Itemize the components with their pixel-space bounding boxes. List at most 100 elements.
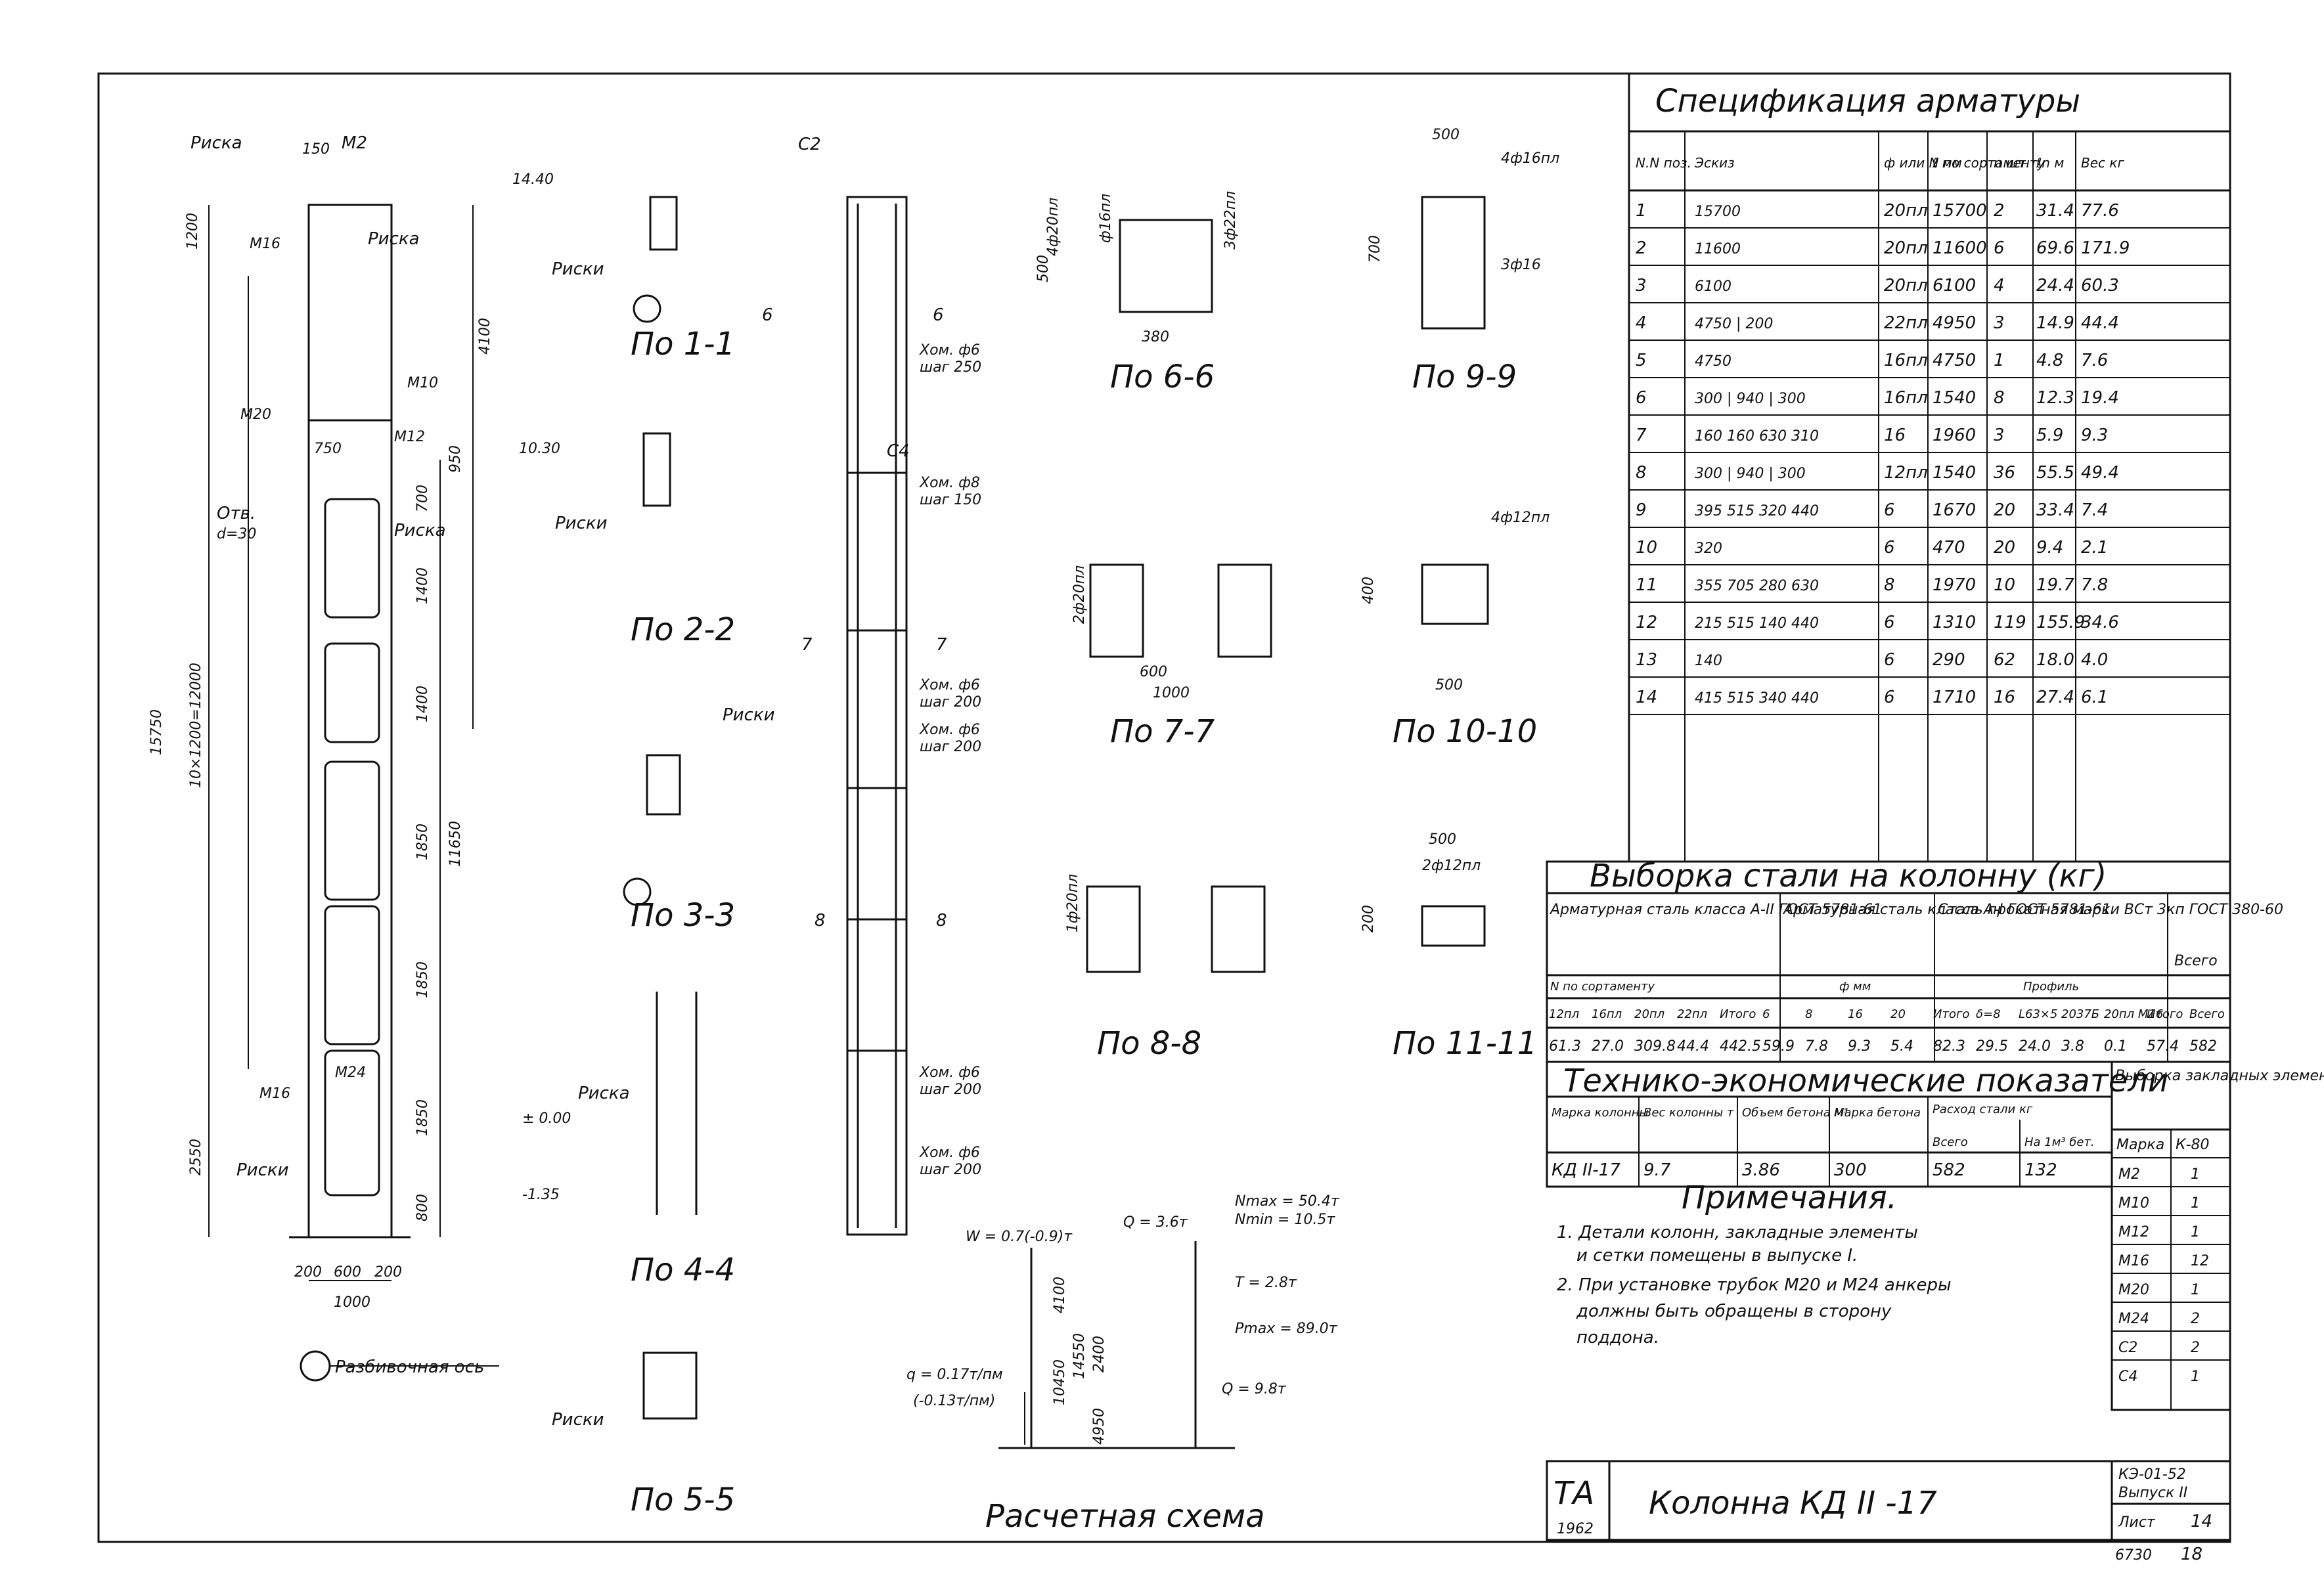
tech-value-cell: КД II-17 <box>1552 1160 1620 1180</box>
dim-400-1010: 400 <box>1360 577 1377 604</box>
hom6-d: Хом. ф6 <box>919 1145 980 1161</box>
dim-1400-1: 1400 <box>414 567 431 604</box>
tech-value-cell: 300 <box>1834 1160 1867 1180</box>
spec-cell: 155.9 <box>2036 613 2085 632</box>
spec-cell: 34.6 <box>2081 613 2119 632</box>
section-title-1111: По 11-11 <box>1393 1025 1537 1062</box>
tech-value-cell: 582 <box>1933 1160 1965 1180</box>
steel-col-header: Итого <box>2147 1007 2183 1021</box>
steel-value-cell: 57.4 <box>2147 1038 2179 1055</box>
dim-950: 950 <box>447 445 464 473</box>
spec-cell: 20 <box>1994 538 2015 558</box>
spec-cell: 9.3 <box>2081 426 2108 445</box>
note-4f12: 4ф12пл <box>1491 510 1550 526</box>
tech-value-cell: 132 <box>2024 1160 2057 1180</box>
spec-cell: 4750 <box>1933 351 1976 370</box>
section-title-99: По 9-9 <box>1412 359 1517 395</box>
mark-000: ± 0.00 <box>522 1110 571 1127</box>
spec-cell: 3 <box>1994 313 2005 333</box>
tech-value-cell: 3.86 <box>1742 1160 1780 1180</box>
spec-cell: 1540 <box>1933 463 1976 483</box>
spec-cell: 16пл <box>1884 388 1928 408</box>
dim-700-99: 700 <box>1367 235 1383 263</box>
spec-cell: 12пл <box>1884 463 1928 483</box>
spec-cell: 6 <box>1994 238 2005 258</box>
axis-label: Разбивочная ось <box>335 1357 484 1377</box>
note-f16: ф16пл <box>1098 194 1114 243</box>
embed-cell: 1 <box>2191 1224 2200 1240</box>
calc-Q: Q = 3.6т <box>1123 1214 1188 1231</box>
section-sketches-a <box>623 196 698 1420</box>
steel-g2: Арматурная сталь класса А-I ГОСТ 5781-61 <box>1782 902 2111 918</box>
spec-cell: 36 <box>1994 463 2015 483</box>
hom6-c: Хом. ф6 <box>919 1064 980 1081</box>
note-3f16: 3ф16 <box>1501 257 1541 273</box>
spec-cell: 171.9 <box>2081 238 2130 258</box>
tb-year: 1962 <box>1557 1521 1594 1537</box>
calc-h2400: 2400 <box>1091 1336 1107 1372</box>
spec-cell: 2.1 <box>2081 538 2108 558</box>
section-title-88: По 8-8 <box>1097 1025 1201 1062</box>
spec-cell: 11600 <box>1695 241 1741 257</box>
steel-col-header: 6 <box>1762 1007 1770 1021</box>
spec-cell: 1310 <box>1933 613 1976 632</box>
note-1f20: 1ф20пл <box>1065 874 1081 933</box>
tb-sheet: 14 <box>2191 1512 2212 1531</box>
embed-cell: М16 <box>2118 1253 2149 1269</box>
spec-cell: 2 <box>1636 238 1647 258</box>
spec-cell: 6 <box>1884 688 1895 707</box>
spec-cell: 19.4 <box>2081 388 2119 408</box>
spec-cell: 44.4 <box>2081 313 2119 333</box>
hom6-b: Хом. ф6 <box>919 722 980 738</box>
m24-label: М24 <box>335 1064 366 1081</box>
spec-cell: 49.4 <box>2081 463 2119 483</box>
steel-col-header: 20пл <box>1634 1007 1665 1021</box>
spec-cell: 8 <box>1636 463 1647 483</box>
note-4f16: 4ф16пл <box>1501 150 1559 167</box>
note-2f20: 2ф20пл <box>1071 565 1088 624</box>
tb-page: 18 <box>2181 1545 2202 1564</box>
embed-cell: 2 <box>2191 1311 2200 1327</box>
spec-cell: 6 <box>1884 650 1895 670</box>
spec-cell: 20пл <box>1884 201 1928 221</box>
steel-value-cell: 3.8 <box>2061 1038 2084 1055</box>
spec-cell: 6 <box>1884 613 1895 632</box>
spec-cell: 19.7 <box>2036 575 2074 595</box>
spec-cell: 4.0 <box>2081 650 2108 670</box>
steel-value-cell: 5.4 <box>1890 1038 1913 1055</box>
notes-title: Примечания. <box>1682 1179 1897 1216</box>
dim-200-1111: 200 <box>1360 905 1377 933</box>
note-2: 2. При установке трубок М20 и М24 анкеры <box>1557 1275 1952 1295</box>
riska-label-1: Риска <box>190 133 242 153</box>
spec-cell: 15700 <box>1933 201 1987 221</box>
spec-cell: 9 <box>1636 500 1647 520</box>
spec-cell: 2 <box>1994 201 2005 221</box>
spec-cell: 1970 <box>1933 575 1976 595</box>
steel-value-cell: 29.5 <box>1976 1038 2008 1055</box>
spec-cell: 11600 <box>1933 238 1987 258</box>
spec-cell: 4950 <box>1933 313 1976 333</box>
note-3f22: 3ф22пл <box>1222 191 1239 250</box>
steel-value-cell: 582 <box>2189 1038 2217 1055</box>
steel-col-header: 20 <box>1890 1007 1906 1021</box>
spec-title: Спецификация арматуры <box>1655 83 2080 120</box>
steel-col-header: Всего <box>2189 1007 2225 1021</box>
tech-header-cell: Расход стали кг <box>1933 1103 2033 1116</box>
m16-label-top: М16 <box>250 236 280 252</box>
spec-cell: 4.8 <box>2036 351 2063 370</box>
section-title-22: По 2-2 <box>631 611 735 648</box>
m10-label: М10 <box>407 375 438 391</box>
dim-500-1010: 500 <box>1435 677 1463 693</box>
section-title-33: По 3-3 <box>631 897 735 934</box>
dim-1000-77: 1000 <box>1153 685 1190 701</box>
riska-label-2: Риска <box>368 229 420 249</box>
spec-cell: 470 <box>1933 538 1965 558</box>
spec-cell: 10 <box>1636 538 1657 558</box>
shag250: шаг 250 <box>920 359 981 376</box>
rebar-cage <box>846 196 908 1236</box>
tb-code: КЭ-01-52 <box>2118 1466 2186 1483</box>
spec-cell: 320 <box>1695 540 1722 557</box>
otv-label: Отв. <box>217 504 256 523</box>
dim-600: 600 <box>334 1264 361 1281</box>
shag200-d: шаг 200 <box>920 1162 981 1178</box>
